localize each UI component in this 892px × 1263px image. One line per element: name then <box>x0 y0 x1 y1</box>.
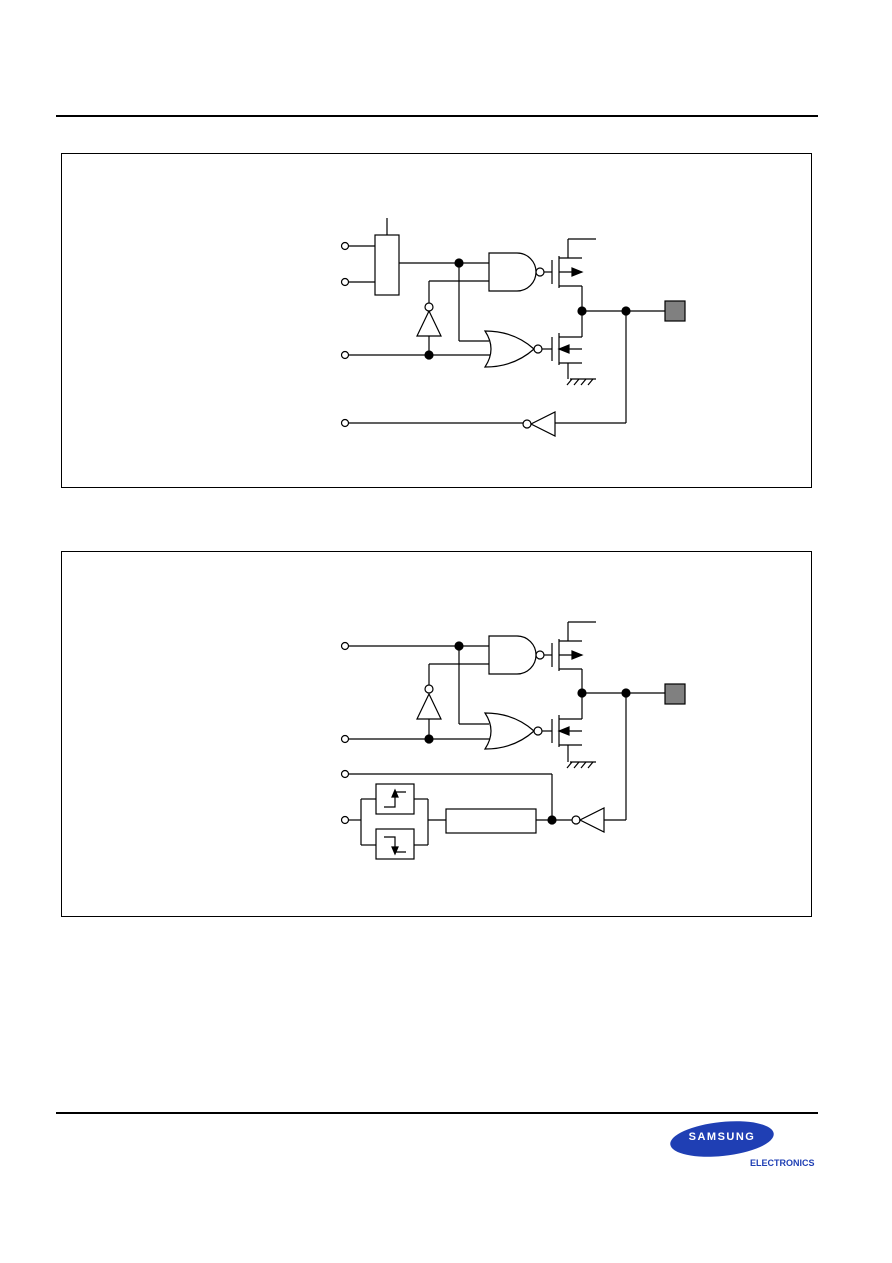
wire <box>587 761 594 769</box>
wire <box>566 761 573 769</box>
wire <box>580 378 587 386</box>
filter-block <box>445 808 537 834</box>
footer-rule <box>56 1112 818 1114</box>
input-buffer <box>529 411 556 437</box>
circuit-svg-2 <box>340 621 686 860</box>
mux-block <box>374 234 400 296</box>
wire <box>571 650 584 660</box>
input-pin <box>340 769 350 779</box>
inverter-bubble <box>424 684 434 694</box>
nand-gate <box>488 635 537 675</box>
header-rule <box>56 115 818 117</box>
wire <box>557 344 570 354</box>
wire <box>533 726 543 736</box>
wire <box>533 344 543 354</box>
nand-gate <box>488 252 537 292</box>
io-pad <box>664 300 686 322</box>
logo-brand-text: SAMSUNG <box>688 1131 756 1143</box>
nor-gate <box>483 712 535 750</box>
wire <box>391 846 399 856</box>
wire <box>573 761 580 769</box>
wire <box>573 378 580 386</box>
input-pin <box>340 241 350 251</box>
inverter-triangle <box>416 692 442 720</box>
circuit-diagram-2 <box>61 551 812 917</box>
wire <box>587 378 594 386</box>
input-buffer <box>578 807 605 833</box>
circuit-diagram-1 <box>61 153 812 488</box>
inverter-triangle <box>416 309 442 337</box>
samsung-logo: SAMSUNG ELECTRONICS <box>668 1116 818 1172</box>
input-pin <box>340 815 350 825</box>
logo-sub-text: ELECTRONICS <box>750 1158 815 1168</box>
input-pin <box>340 641 350 651</box>
wire <box>384 836 406 853</box>
input-pin <box>340 418 350 428</box>
junction-dot <box>547 815 557 825</box>
circuit-svg-1 <box>340 218 686 437</box>
wire <box>384 791 406 808</box>
wire <box>571 267 584 277</box>
wire <box>580 761 587 769</box>
wire <box>391 788 399 798</box>
input-pin <box>340 350 350 360</box>
wire <box>535 267 545 277</box>
wire <box>557 726 570 736</box>
io-pad <box>664 683 686 705</box>
nor-gate <box>483 330 535 368</box>
wire <box>535 650 545 660</box>
input-pin <box>340 734 350 744</box>
input-pin <box>340 277 350 287</box>
inverter-bubble <box>424 302 434 312</box>
wire <box>522 419 532 429</box>
wire <box>566 378 573 386</box>
